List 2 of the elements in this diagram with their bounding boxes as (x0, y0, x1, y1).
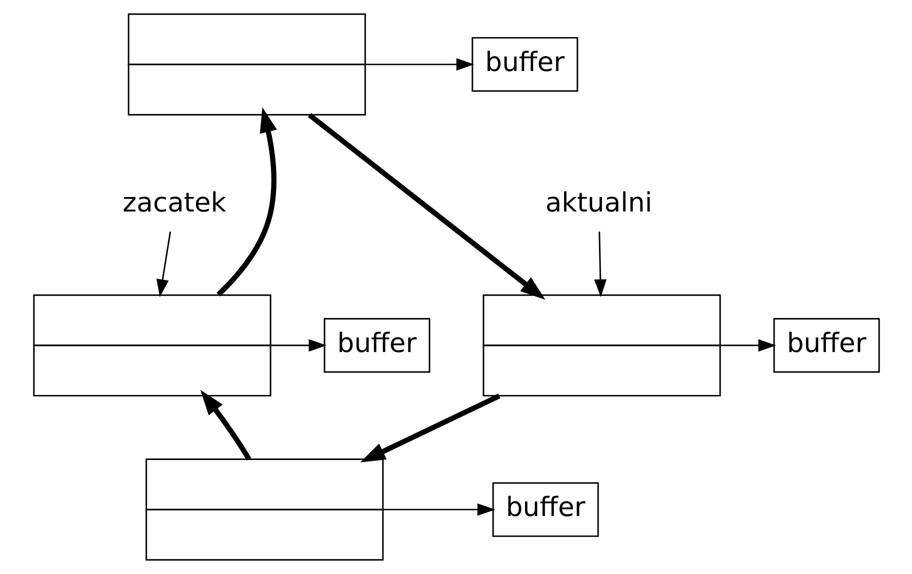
node-text: aktualni (544, 187, 652, 218)
node-text: zacatek (122, 187, 226, 218)
